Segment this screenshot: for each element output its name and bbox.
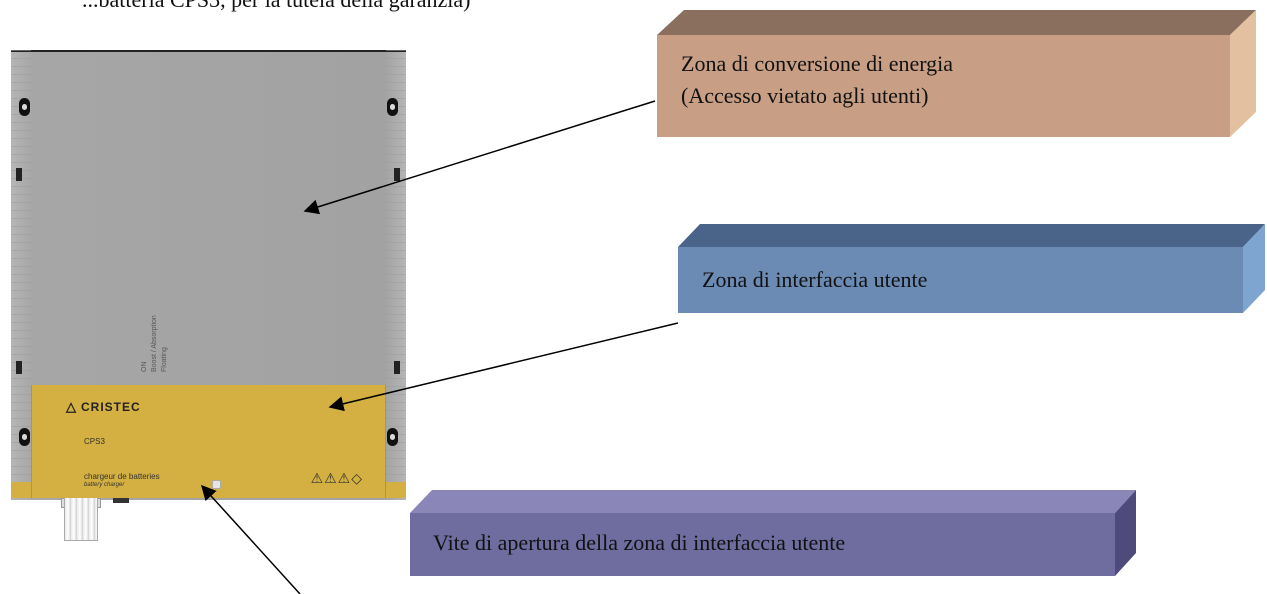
callout-3-front: [410, 513, 1115, 576]
callout-1-line-2: (Accesso vietato agli utenti): [681, 83, 929, 108]
right-rail: [386, 50, 406, 498]
callout-3-top: [410, 490, 1136, 513]
callout-2-front: [678, 247, 1243, 313]
mounting-slot: [394, 361, 400, 374]
callout-1-top: [657, 10, 1256, 35]
top-caption: ...batteria CPS3, per la tutela della ga…: [0, 0, 1267, 13]
interface-side-right: [384, 482, 406, 498]
arrow-2: [328, 322, 679, 412]
callout-2-side: [1243, 224, 1265, 313]
mounting-hole: [387, 98, 398, 116]
interface-side-left: [11, 482, 33, 498]
brand-logo: CRISTEC: [66, 399, 141, 415]
model-label: CPS3: [84, 437, 105, 446]
description-en: battery charger: [84, 482, 125, 488]
arrow-3: [200, 484, 301, 594]
callout-2-top: [678, 224, 1265, 247]
warning-icons: ⚠⚠⚠◇: [310, 471, 363, 487]
mounting-hole: [387, 428, 398, 446]
mounting-slot: [394, 168, 400, 181]
battery-charger-device: ON Boost / Absorption Floating CRISTEC C…: [11, 50, 406, 541]
mounting-hole: [19, 98, 30, 116]
mounting-hole: [19, 428, 30, 446]
cable-gland: [64, 498, 98, 541]
callout-1-side: [1230, 10, 1256, 137]
mounting-slot: [16, 168, 22, 181]
callout-3-side: [1115, 490, 1136, 576]
left-rail: [11, 50, 31, 498]
arrow-1: [303, 100, 656, 215]
callout-3-label: Vite di apertura della zona di interfacc…: [433, 530, 846, 555]
callout-1-front: [657, 35, 1230, 137]
callout-2-label: Zona di interfaccia utente: [702, 267, 928, 292]
bottom-tab: [113, 498, 129, 503]
mounting-slot: [16, 361, 22, 374]
callout-1-line-1: Zona di conversione di energia: [681, 51, 954, 76]
description-fr: chargeur de batteries: [84, 472, 160, 481]
user-interface-zone: CRISTEC CPS3 chargeur de batteries batte…: [31, 385, 386, 498]
